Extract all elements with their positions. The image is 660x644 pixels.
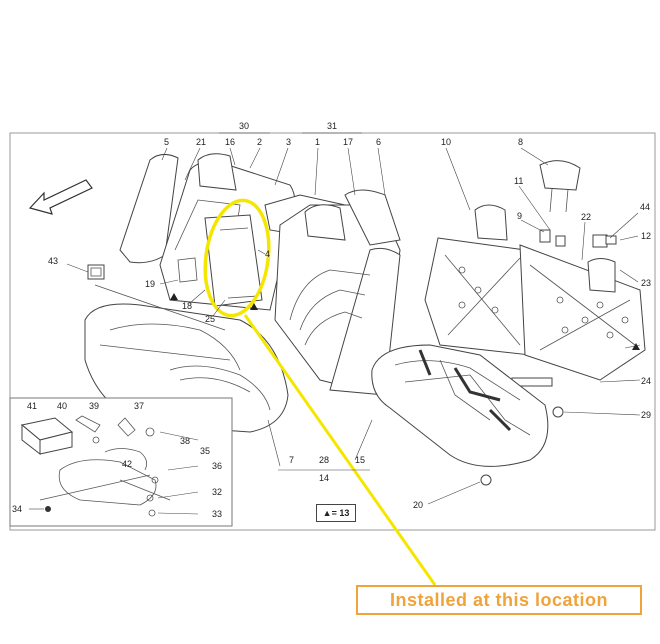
label-38: 38 xyxy=(180,436,190,446)
label-18: 18 xyxy=(182,301,192,311)
label-2: 2 xyxy=(257,137,262,147)
label-34: 34 xyxy=(12,504,22,514)
label-7: 7 xyxy=(289,455,294,465)
label-22: 22 xyxy=(581,212,591,222)
legend-text: ▲= 13 xyxy=(322,508,350,518)
label-12: 12 xyxy=(641,231,651,241)
right-seat-frame xyxy=(424,204,646,381)
direction-arrow-icon xyxy=(28,179,93,215)
part-number-labels: 30 31 5 21 16 2 3 1 17 6 10 8 11 9 22 44… xyxy=(12,121,651,519)
label-14: 14 xyxy=(319,473,329,483)
label-19: 19 xyxy=(145,279,155,289)
left-seat-backrest xyxy=(119,153,401,396)
label-25: 25 xyxy=(205,314,215,324)
label-21: 21 xyxy=(196,137,206,147)
label-36: 36 xyxy=(212,461,222,471)
callout-box: Installed at this location xyxy=(356,585,642,615)
inset-box xyxy=(9,397,233,527)
label-1: 1 xyxy=(315,137,320,147)
label-39: 39 xyxy=(89,401,99,411)
label-31: 31 xyxy=(327,121,337,131)
label-15: 15 xyxy=(355,455,365,465)
label-37: 37 xyxy=(134,401,144,411)
label-35: 35 xyxy=(200,446,210,456)
callout-text: Installed at this location xyxy=(389,589,609,610)
leader-lines xyxy=(29,132,641,515)
label-44: 44 xyxy=(640,202,650,212)
label-33: 33 xyxy=(212,509,222,519)
label-30: 30 xyxy=(239,121,249,131)
label-5: 5 xyxy=(164,137,169,147)
label-23: 23 xyxy=(641,278,651,288)
label-28: 28 xyxy=(319,455,329,465)
label-32: 32 xyxy=(212,487,222,497)
label-17: 17 xyxy=(343,137,353,147)
label-8: 8 xyxy=(518,137,523,147)
label-3: 3 xyxy=(286,137,291,147)
label-16: 16 xyxy=(225,137,235,147)
label-4: 4 xyxy=(265,249,270,259)
label-20: 20 xyxy=(413,500,423,510)
label-6: 6 xyxy=(376,137,381,147)
highlight-ellipse xyxy=(203,198,271,318)
small-parts-right xyxy=(480,229,617,486)
highlight-pointer-line xyxy=(243,314,437,586)
label-10: 10 xyxy=(441,137,451,147)
label-11: 11 xyxy=(514,176,523,186)
legend-box: ▲= 13 xyxy=(316,504,356,522)
label-43: 43 xyxy=(48,256,58,266)
label-9: 9 xyxy=(517,211,522,221)
triangle-markers xyxy=(170,293,640,350)
right-cushion-frame xyxy=(371,344,549,467)
label-41: 41 xyxy=(27,401,37,411)
headrest-8 xyxy=(539,160,581,213)
label-40: 40 xyxy=(57,401,67,411)
label-29: 29 xyxy=(641,410,651,420)
inset-parts xyxy=(20,415,171,517)
label-42: 42 xyxy=(122,459,132,469)
bracket-43 xyxy=(87,264,105,280)
label-24: 24 xyxy=(641,376,651,386)
